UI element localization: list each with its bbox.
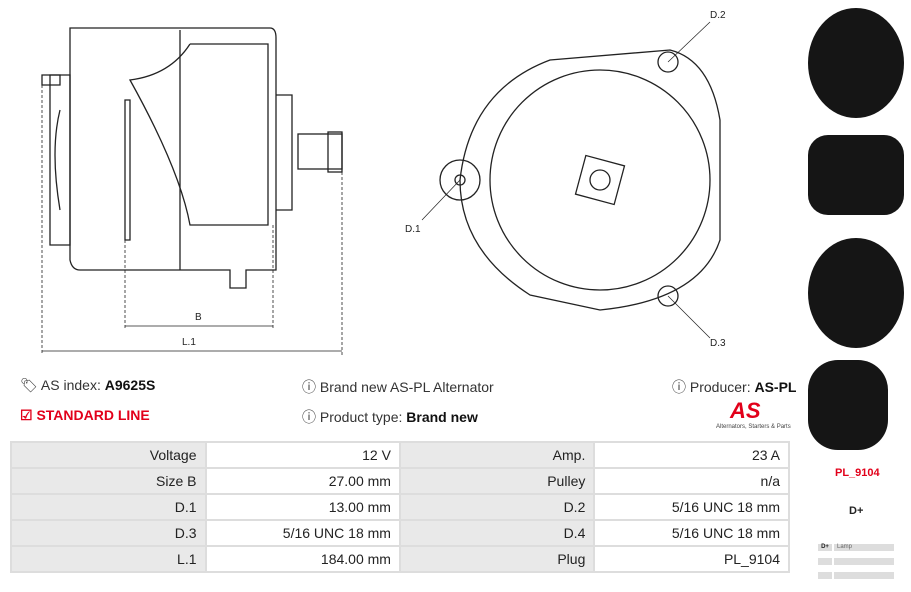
spec-value: 13.00 mm (204, 493, 401, 521)
spec-value: 5/16 UNC 18 mm (593, 493, 790, 521)
spec-label: Pulley (398, 467, 596, 495)
line-label: STANDARD LINE (36, 407, 150, 423)
pin-desc: Lamp (834, 544, 894, 551)
spec-label: D.1 (10, 493, 207, 521)
product-type: ⓘ Product type: Brand new (302, 407, 478, 427)
producer-label: Producer: (689, 379, 751, 395)
spec-value: 5/16 UNC 18 mm (204, 519, 401, 547)
d3-label: D.3 (710, 338, 726, 349)
spec-label: L.1 (10, 545, 207, 573)
spec-value: 184.00 mm (204, 545, 401, 573)
pin-empty (818, 558, 832, 565)
logo-tagline: Alternators, Starters & Parts (716, 424, 791, 430)
pin-name: D+ (818, 544, 832, 551)
plug-code: PL_9104 (835, 467, 880, 479)
pin-empty (834, 572, 894, 579)
checkbox-icon: ☑ (20, 407, 33, 423)
product-photo-angle[interactable] (808, 360, 888, 450)
tag-icon: 🏷 (20, 377, 38, 393)
producer: ⓘ Producer: AS-PL (672, 377, 796, 397)
side-view-drawing (41, 27, 343, 355)
description-text: Brand new AS-PL Alternator (319, 379, 494, 395)
product-photo-side[interactable] (808, 135, 904, 215)
spec-label: D.3 (10, 519, 207, 547)
as-index-value: A9625S (104, 377, 156, 393)
info-icon: ⓘ (302, 409, 316, 425)
as-index-label: AS index: (40, 377, 101, 393)
pin-empty (834, 558, 894, 565)
front-view-drawing (421, 21, 721, 339)
spec-value: 12 V (204, 441, 401, 469)
dimension-b-label: B (195, 312, 202, 323)
product-photo-back[interactable] (808, 238, 904, 348)
d1-label: D.1 (405, 224, 421, 235)
info-icon: ⓘ (302, 379, 316, 395)
plug-terminal: D+ (849, 505, 864, 517)
spec-value: n/a (593, 467, 790, 495)
product-type-label: Product type: (319, 409, 403, 425)
spec-label: D.4 (398, 519, 596, 547)
product-line: ☑ STANDARD LINE (20, 407, 150, 424)
dimension-l1-label: L.1 (182, 337, 196, 348)
spec-value: 23 A (593, 441, 790, 469)
as-pl-logo: AS (730, 398, 761, 423)
producer-value: AS-PL (754, 379, 797, 395)
info-icon: ⓘ (672, 379, 686, 395)
spec-label: Amp. (398, 441, 596, 469)
spec-label: Voltage (10, 441, 207, 469)
pin-empty (818, 572, 832, 579)
spec-value: PL_9104 (593, 545, 790, 573)
product-photo-rear[interactable] (808, 8, 904, 118)
spec-value: 5/16 UNC 18 mm (593, 519, 790, 547)
d2-label: D.2 (710, 10, 726, 21)
spec-label: D.2 (398, 493, 596, 521)
description: ⓘ Brand new AS-PL Alternator (302, 377, 494, 397)
product-type-value: Brand new (406, 409, 478, 425)
spec-label: Plug (398, 545, 596, 573)
spec-value: 27.00 mm (204, 467, 401, 495)
as-index: 🏷 AS index: A9625S (20, 377, 155, 394)
spec-label: Size B (10, 467, 207, 495)
